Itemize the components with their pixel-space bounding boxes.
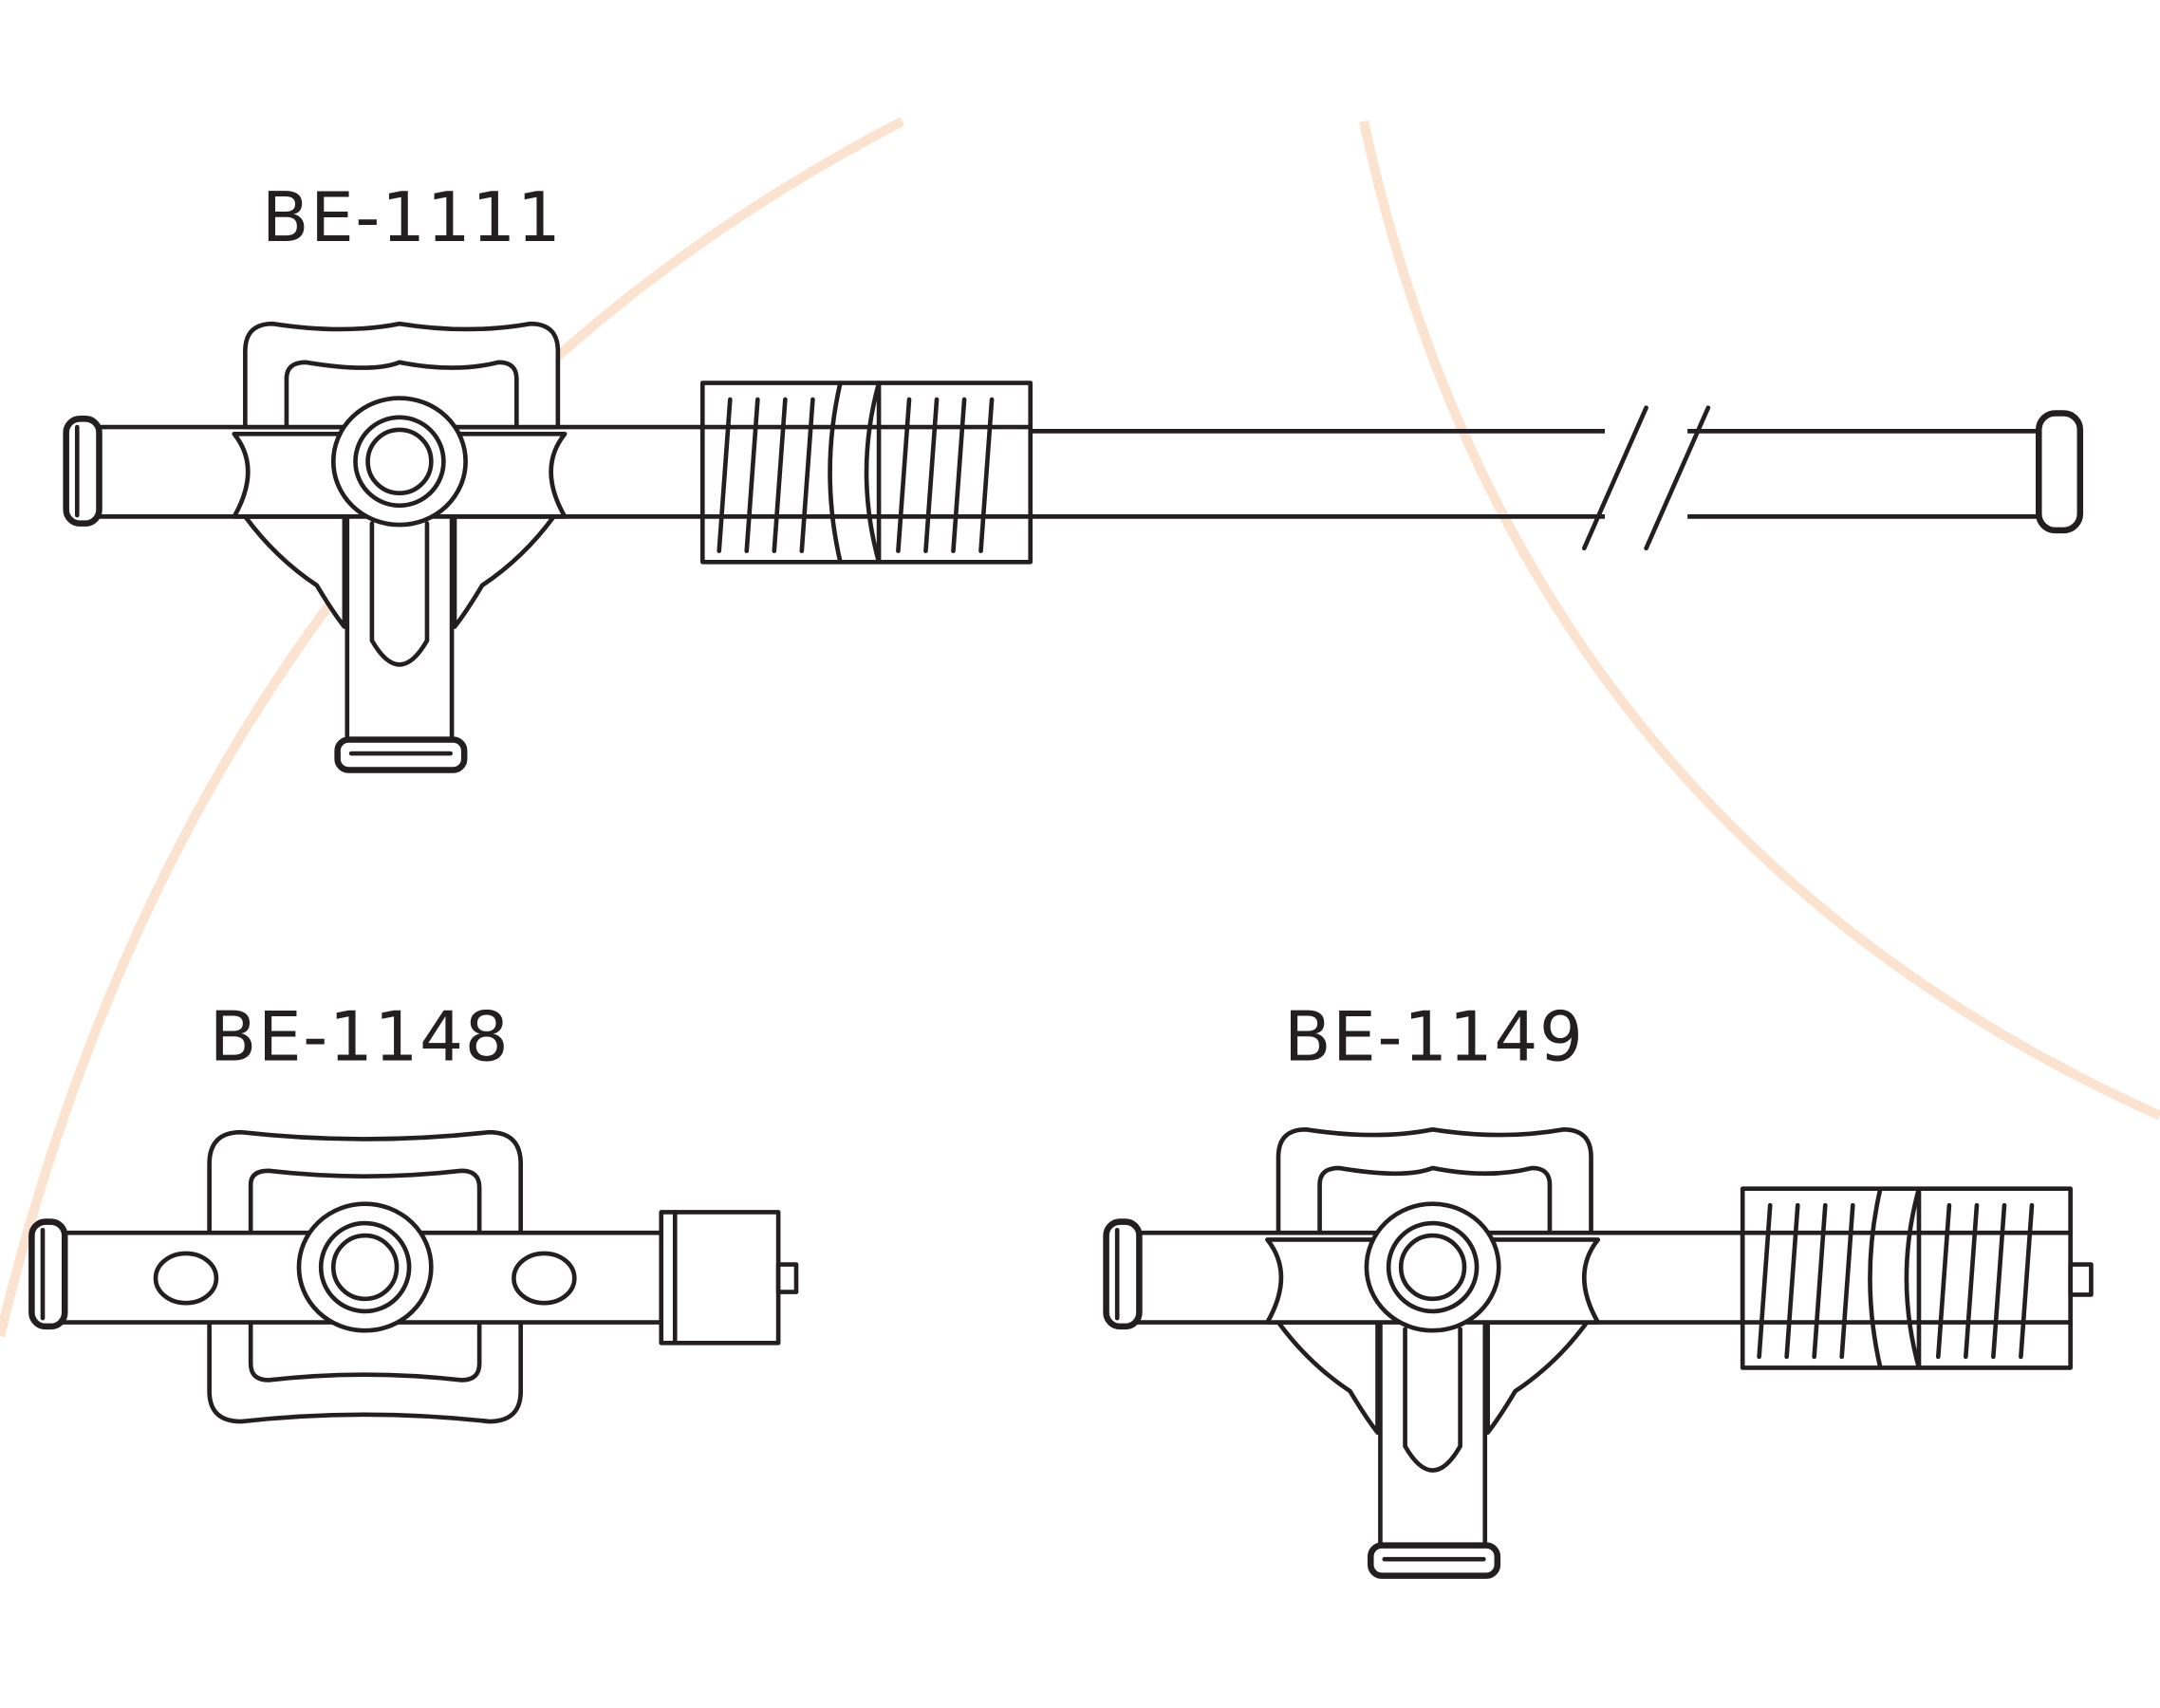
product-be-1149: BE-1149	[1107, 998, 2094, 1576]
product-be-1111: BE-1111	[66, 178, 2084, 770]
product-be-1148: BE-1148	[31, 998, 799, 1424]
product-label: BE-1111	[262, 178, 563, 258]
product-label: BE-1149	[1284, 998, 1585, 1078]
product-label: BE-1148	[210, 998, 511, 1078]
decorative-arc-right	[1359, 120, 2160, 1121]
